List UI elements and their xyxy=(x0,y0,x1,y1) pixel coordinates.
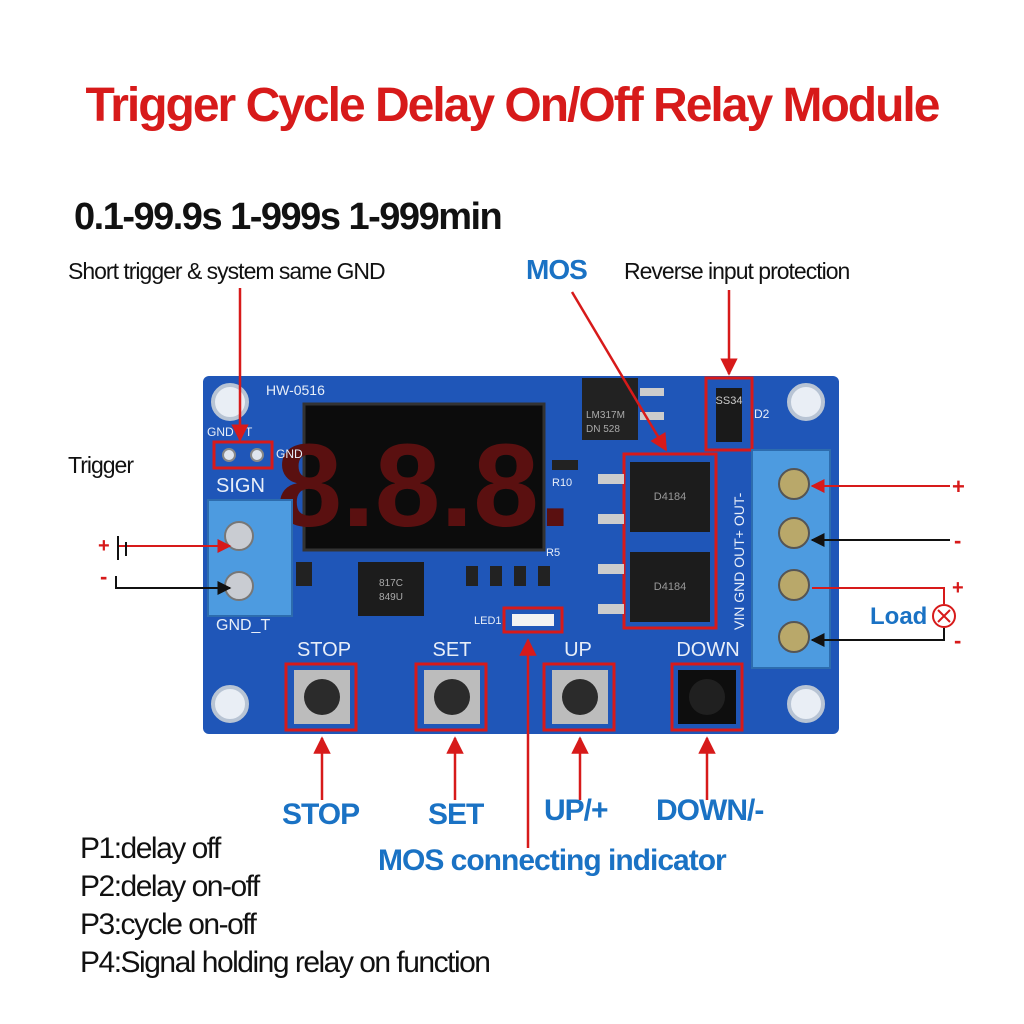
trigger-plus-sign: + xyxy=(98,535,110,557)
diode-code: SS34 xyxy=(716,395,743,407)
smd-component xyxy=(538,566,550,586)
r5-label: R5 xyxy=(546,547,560,559)
load-minus-wire xyxy=(810,628,945,647)
diode-ss34 xyxy=(716,388,742,442)
program-item: P2:delay on-off xyxy=(80,870,260,903)
stop-button-group: STOP xyxy=(284,639,358,732)
trigger-header-box xyxy=(212,440,274,470)
trigger-minus-sign: - xyxy=(100,564,107,589)
mosfet-highlight xyxy=(622,452,718,630)
terminal-screw xyxy=(224,521,254,551)
program-list: P1:delay off P2:delay on-off P3:cycle on… xyxy=(80,830,491,982)
set-label: SET xyxy=(428,798,484,831)
terminal-screw-out-plus xyxy=(778,569,810,601)
power-minus-sign: - xyxy=(954,528,961,553)
gnd-pin-label: GND xyxy=(207,425,234,439)
up-label: UP/+ xyxy=(544,794,609,827)
up-button-group: UP xyxy=(542,639,616,732)
down-board-label: DOWN xyxy=(676,639,739,661)
mounting-hole xyxy=(787,383,825,421)
load-label: Load xyxy=(870,603,927,630)
terminal-screw-gnd xyxy=(778,517,810,549)
header-pin xyxy=(250,448,264,462)
resistor-r10 xyxy=(552,460,578,470)
opto-label-2: 849U xyxy=(379,592,403,603)
smd-component xyxy=(466,566,478,586)
pin xyxy=(598,474,624,484)
pin xyxy=(640,388,664,396)
opto-label-1: 817C xyxy=(379,578,403,589)
mos-indicator-led xyxy=(512,614,554,626)
sign-label: SIGN xyxy=(216,475,265,497)
page-title: Trigger Cycle Delay On/Off Relay Module xyxy=(85,79,941,132)
seven-segment-display xyxy=(302,402,546,552)
t-pin-label: T xyxy=(245,425,253,439)
mounting-hole xyxy=(211,383,249,421)
load-minus-sign: - xyxy=(954,628,961,653)
pin xyxy=(598,604,624,614)
r10-label: R10 xyxy=(552,477,572,489)
mounting-hole xyxy=(211,685,249,723)
set-button[interactable] xyxy=(434,679,470,715)
trigger-label: Trigger xyxy=(68,452,134,478)
down-button[interactable] xyxy=(689,679,725,715)
reverse-protection-note: Reverse input protection xyxy=(624,258,850,284)
diode-highlight xyxy=(704,376,754,452)
stop-board-label: STOP xyxy=(297,639,351,661)
mos-indicator-label: MOS connecting indicator xyxy=(378,844,727,877)
regulator-label-1: LM317M xyxy=(586,410,625,421)
stop-button[interactable] xyxy=(304,679,340,715)
pin xyxy=(598,564,624,574)
program-item: P4:Signal holding relay on function xyxy=(80,946,491,979)
up-board-label: UP xyxy=(564,639,592,661)
smd-component xyxy=(514,566,526,586)
down-label: DOWN/- xyxy=(656,794,764,827)
gnd-t-label: GND_T xyxy=(216,617,270,634)
mos-callout xyxy=(570,291,668,452)
trigger-minus-wire xyxy=(115,576,232,595)
led-label: LED1 xyxy=(474,615,502,627)
smd-component xyxy=(296,562,312,586)
load-plus-sign: + xyxy=(952,577,964,599)
board-model: HW-0516 xyxy=(266,382,325,398)
sign-terminal-block xyxy=(207,499,293,617)
smd-component xyxy=(490,566,502,586)
timing-ranges: 0.1-99.9s 1-999s 1-999min xyxy=(74,196,503,238)
mosfet-code-2: D4184 xyxy=(654,581,686,593)
up-button[interactable] xyxy=(562,679,598,715)
mosfet-1 xyxy=(630,462,710,532)
load-x-icon xyxy=(937,609,951,623)
load-plus-wire xyxy=(812,587,945,604)
mosfet-code-1: D4184 xyxy=(654,491,686,503)
header-pin xyxy=(222,448,236,462)
d2-label: D2 xyxy=(754,407,770,421)
program-item: P1:delay off xyxy=(80,832,221,865)
set-board-label: SET xyxy=(433,639,472,661)
led-highlight xyxy=(502,606,564,634)
display-digits: 8.8.8. xyxy=(276,420,571,552)
mosfet-2 xyxy=(630,552,710,622)
terminal-screw-vin xyxy=(778,468,810,500)
stop-label: STOP xyxy=(282,798,360,831)
terminal-screw-out-minus xyxy=(778,621,810,653)
program-item: P3:cycle on-off xyxy=(80,908,257,941)
mounting-hole xyxy=(787,685,825,723)
short-trigger-note: Short trigger & system same GND xyxy=(68,258,386,284)
set-button-group: SET xyxy=(414,639,488,732)
terminal-label: VIN GND OUT+ OUT- xyxy=(731,492,747,630)
gnd-pin-label-right: GND xyxy=(276,447,303,461)
pin xyxy=(598,514,624,524)
optocoupler xyxy=(358,562,424,616)
regulator-label-2: DN 528 xyxy=(586,424,620,435)
down-button-group: DOWN xyxy=(670,639,744,732)
power-plus-sign: + xyxy=(952,474,965,499)
mos-label: MOS xyxy=(526,254,588,285)
terminal-screw xyxy=(224,571,254,601)
pin xyxy=(640,412,664,420)
